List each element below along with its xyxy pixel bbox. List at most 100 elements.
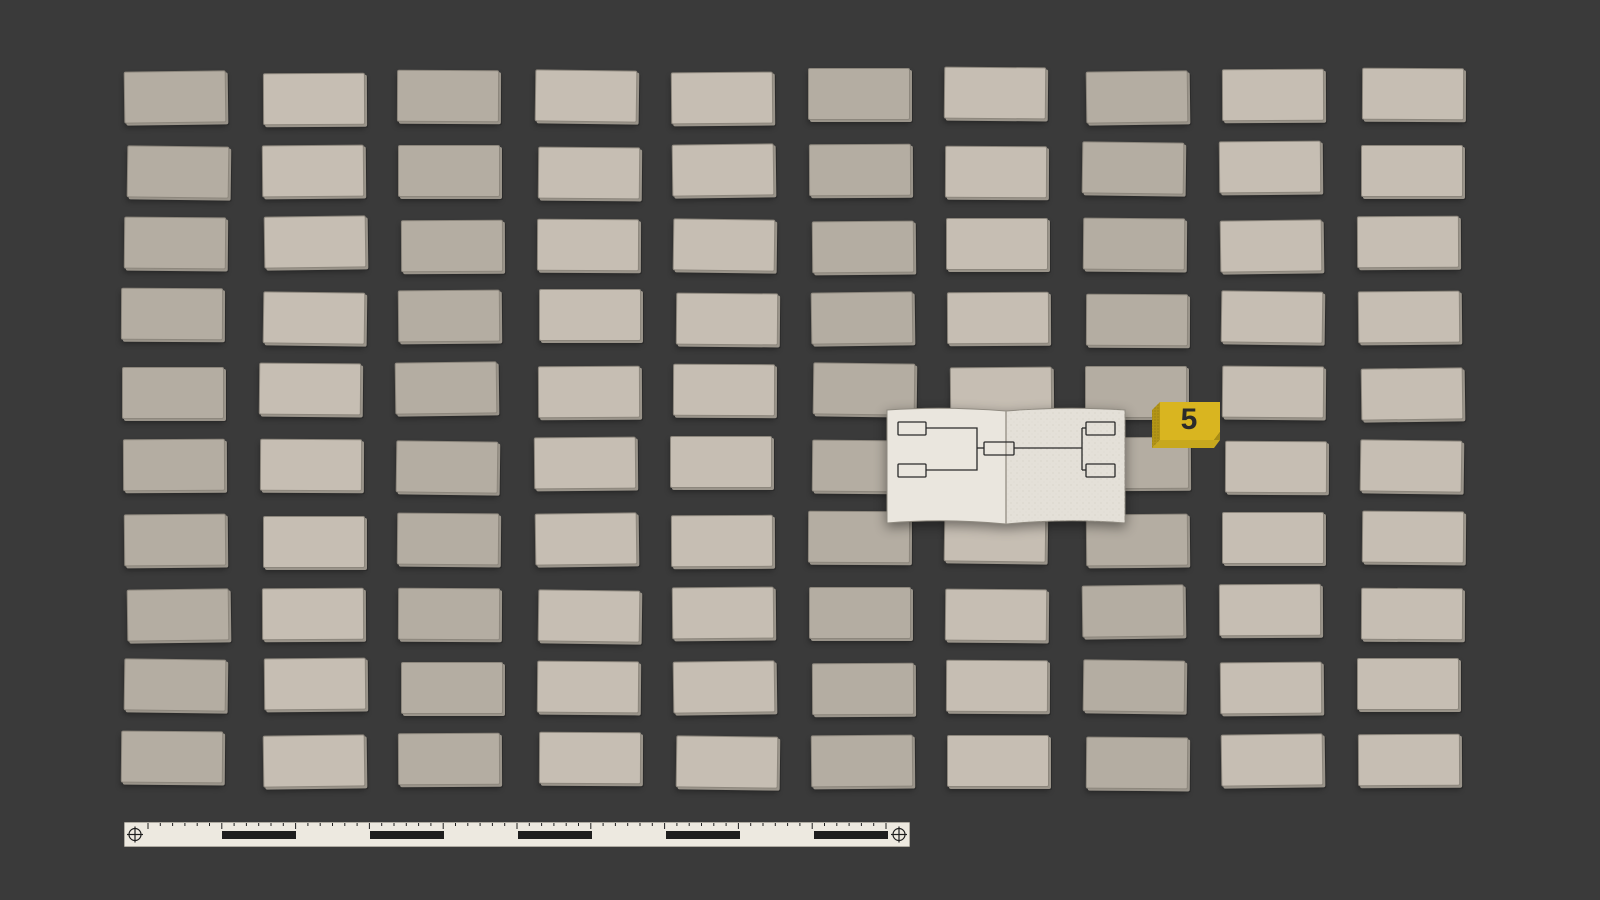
grid-card[interactable]	[262, 587, 365, 640]
grid-card[interactable]	[397, 69, 500, 123]
grid-card[interactable]	[947, 292, 1050, 345]
grid-card[interactable]	[1359, 439, 1463, 493]
grid-card[interactable]	[670, 71, 774, 125]
grid-card[interactable]	[263, 214, 367, 269]
grid-card[interactable]	[810, 734, 914, 788]
grid-card[interactable]	[946, 217, 1049, 270]
grid-card[interactable]	[947, 735, 1050, 788]
ruler-segment	[518, 831, 592, 839]
grid-card[interactable]	[123, 513, 227, 567]
grid-card[interactable]	[809, 586, 911, 639]
grid-card[interactable]	[263, 657, 367, 711]
grid-card[interactable]	[1224, 440, 1327, 494]
grid-card[interactable]	[1083, 217, 1186, 271]
grid-card[interactable]	[263, 72, 366, 126]
grid-card[interactable]	[1219, 218, 1322, 273]
grid-card[interactable]	[945, 145, 1048, 199]
grid-card[interactable]	[1086, 70, 1189, 124]
grid-card[interactable]	[261, 144, 365, 198]
grid-card[interactable]	[123, 70, 227, 124]
grid-card[interactable]	[120, 288, 224, 341]
grid-card[interactable]	[398, 144, 501, 197]
grid-card[interactable]	[262, 291, 366, 346]
grid-card[interactable]	[1360, 367, 1464, 421]
crosshair-icon	[127, 826, 143, 843]
grid-card[interactable]	[258, 362, 362, 416]
grid-card[interactable]	[536, 218, 639, 271]
evidence-tent-icon	[1152, 402, 1220, 448]
grid-card[interactable]	[808, 143, 912, 197]
grid-card[interactable]	[1357, 733, 1460, 787]
grid-card[interactable]	[123, 216, 227, 270]
grid-card[interactable]	[810, 291, 914, 346]
grid-card[interactable]	[1361, 510, 1465, 564]
grid-card[interactable]	[946, 660, 1049, 713]
grid-card[interactable]	[120, 730, 224, 784]
grid-card[interactable]	[1083, 659, 1186, 714]
grid-card[interactable]	[1356, 658, 1459, 711]
grid-card[interactable]	[1221, 68, 1324, 122]
grid-card[interactable]	[1218, 140, 1321, 194]
grid-card[interactable]	[395, 361, 498, 415]
grid-card[interactable]	[675, 735, 779, 789]
grid-card[interactable]	[397, 512, 500, 566]
grid-card[interactable]	[263, 515, 366, 568]
grid-card[interactable]	[396, 440, 499, 494]
grid-card[interactable]	[1357, 290, 1461, 344]
grid-card[interactable]	[537, 588, 640, 643]
grid-card[interactable]	[538, 731, 641, 785]
grid-card[interactable]	[671, 143, 775, 197]
grid-card[interactable]	[675, 292, 779, 346]
grid-card[interactable]	[672, 217, 776, 272]
grid-card[interactable]	[943, 66, 1047, 120]
grid-card[interactable]	[262, 734, 366, 788]
scale-ruler	[123, 821, 911, 848]
grid-card[interactable]	[808, 68, 910, 120]
evidence-marker[interactable]: 5	[1142, 398, 1230, 456]
grid-card[interactable]	[944, 588, 1048, 642]
grid-card[interactable]	[123, 658, 227, 713]
grid-card[interactable]	[1219, 661, 1322, 715]
grid-card[interactable]	[811, 663, 915, 716]
grid-card[interactable]	[537, 365, 640, 419]
grid-card[interactable]	[1086, 294, 1189, 347]
grid-card[interactable]	[122, 367, 224, 420]
scale-bar[interactable]	[123, 821, 911, 848]
grid-card[interactable]	[126, 587, 230, 642]
grid-card[interactable]	[122, 438, 226, 492]
grid-card[interactable]	[1218, 583, 1321, 636]
grid-card[interactable]	[1082, 583, 1185, 638]
grid-card[interactable]	[401, 219, 504, 272]
grid-card[interactable]	[534, 512, 637, 566]
grid-card[interactable]	[260, 438, 363, 492]
grid-card[interactable]	[534, 69, 637, 123]
open-notebook[interactable]	[884, 406, 1128, 526]
grid-card[interactable]	[536, 660, 639, 714]
grid-card[interactable]	[672, 660, 776, 715]
grid-card[interactable]	[1356, 215, 1459, 268]
grid-card[interactable]	[533, 436, 636, 490]
grid-card[interactable]	[126, 145, 230, 199]
grid-card[interactable]	[401, 662, 504, 715]
grid-card[interactable]	[1361, 67, 1464, 121]
grid-card[interactable]	[669, 436, 772, 488]
grid-card[interactable]	[1221, 365, 1324, 419]
grid-card[interactable]	[1360, 144, 1463, 197]
grid-card[interactable]	[1360, 587, 1463, 640]
notebook-block-diagram-icon	[886, 407, 1126, 525]
grid-card[interactable]	[398, 587, 501, 640]
grid-card[interactable]	[1221, 511, 1324, 564]
grid-card[interactable]	[398, 732, 501, 786]
grid-card[interactable]	[1086, 736, 1189, 790]
grid-card[interactable]	[398, 289, 501, 343]
grid-card[interactable]	[670, 514, 773, 568]
grid-card[interactable]	[671, 586, 775, 640]
grid-card[interactable]	[1220, 733, 1323, 787]
grid-card[interactable]	[811, 220, 915, 274]
ruler-segment	[666, 831, 740, 839]
grid-card[interactable]	[537, 146, 640, 200]
grid-card[interactable]	[1082, 141, 1185, 195]
grid-card[interactable]	[672, 363, 775, 417]
grid-card[interactable]	[538, 289, 641, 342]
grid-card[interactable]	[1220, 290, 1323, 345]
